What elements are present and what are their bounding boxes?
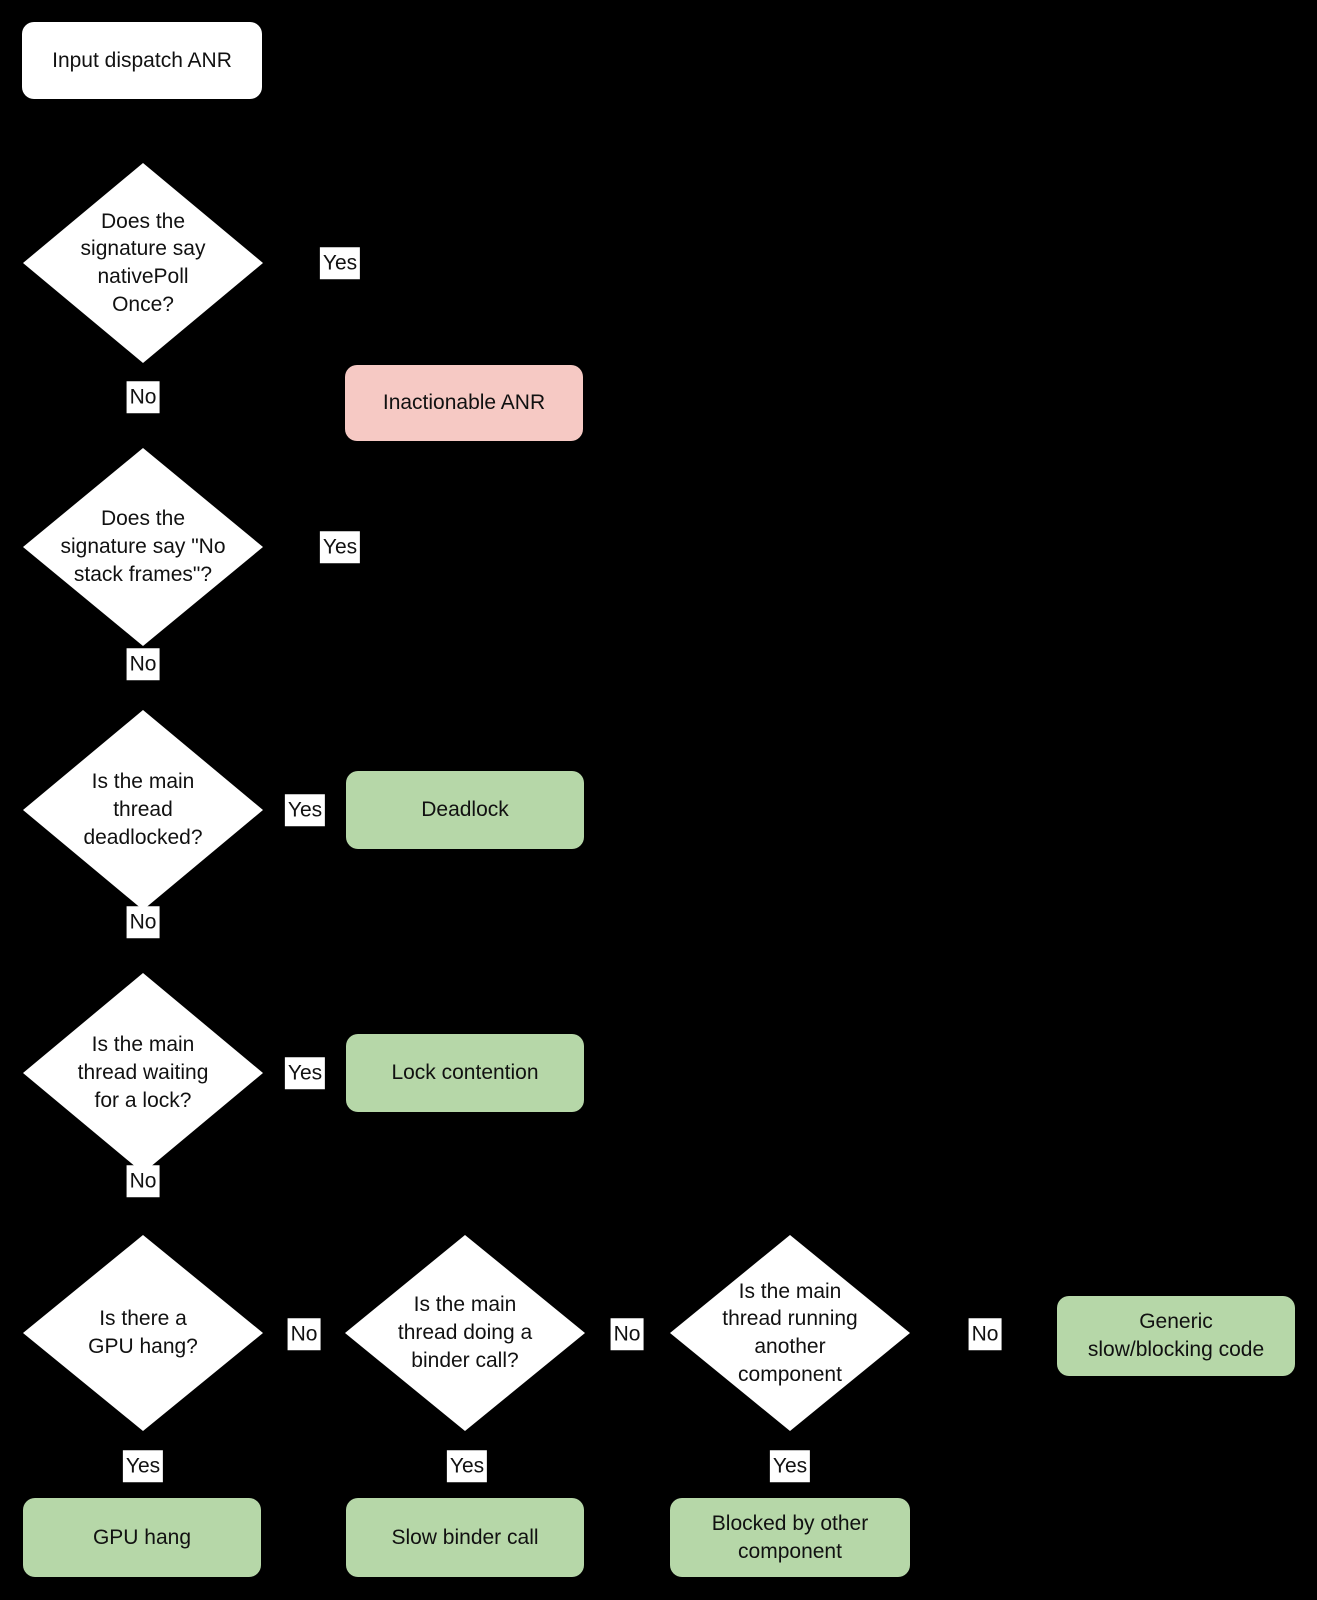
edge-label-d2-no: No — [126, 648, 160, 680]
outcome-inactionable-anr: Inactionable ANR — [345, 365, 583, 441]
decision-signature-nativepollonce: Does the signature say nativePoll Once? — [23, 163, 263, 363]
edge-label-d3-no: No — [126, 906, 160, 938]
edge-label-d1-yes: Yes — [319, 247, 361, 279]
edge-label-d7-no: No — [968, 1318, 1002, 1350]
edge-label-d4-yes: Yes — [284, 1057, 326, 1089]
outcome-slow-binder-call: Slow binder call — [346, 1498, 584, 1577]
outcome-generic-slow-blocking-code: Generic slow/blocking code — [1057, 1296, 1295, 1376]
edge-label-d5-no: No — [287, 1318, 321, 1350]
decision-binder-call: Is the main thread doing a binder call? — [345, 1235, 585, 1431]
edge-label-d6-yes: Yes — [446, 1450, 488, 1482]
edge-label-d2-yes: Yes — [319, 531, 361, 563]
decision-gpu-hang: Is there a GPU hang? — [23, 1235, 263, 1431]
edge-label-d3-yes: Yes — [284, 794, 326, 826]
decision-main-thread-deadlocked: Is the main thread deadlocked? — [23, 710, 263, 910]
edge-label-d1-no: No — [126, 381, 160, 413]
edge-label-d7-yes: Yes — [769, 1450, 811, 1482]
outcome-gpu-hang: GPU hang — [23, 1498, 261, 1577]
start-node-input-dispatch-anr: Input dispatch ANR — [22, 22, 262, 99]
decision-main-thread-waiting-lock: Is the main thread waiting for a lock? — [23, 973, 263, 1173]
outcome-lock-contention: Lock contention — [346, 1034, 584, 1112]
outcome-blocked-by-other-component: Blocked by other component — [670, 1498, 910, 1577]
edge-label-d4-no: No — [126, 1165, 160, 1197]
decision-running-another-component: Is the main thread running another compo… — [670, 1235, 910, 1431]
outcome-deadlock: Deadlock — [346, 771, 584, 849]
edge-label-d5-yes: Yes — [122, 1450, 164, 1482]
decision-signature-no-stack-frames: Does the signature say "No stack frames"… — [23, 448, 263, 646]
edge-label-d6-no: No — [610, 1318, 644, 1350]
